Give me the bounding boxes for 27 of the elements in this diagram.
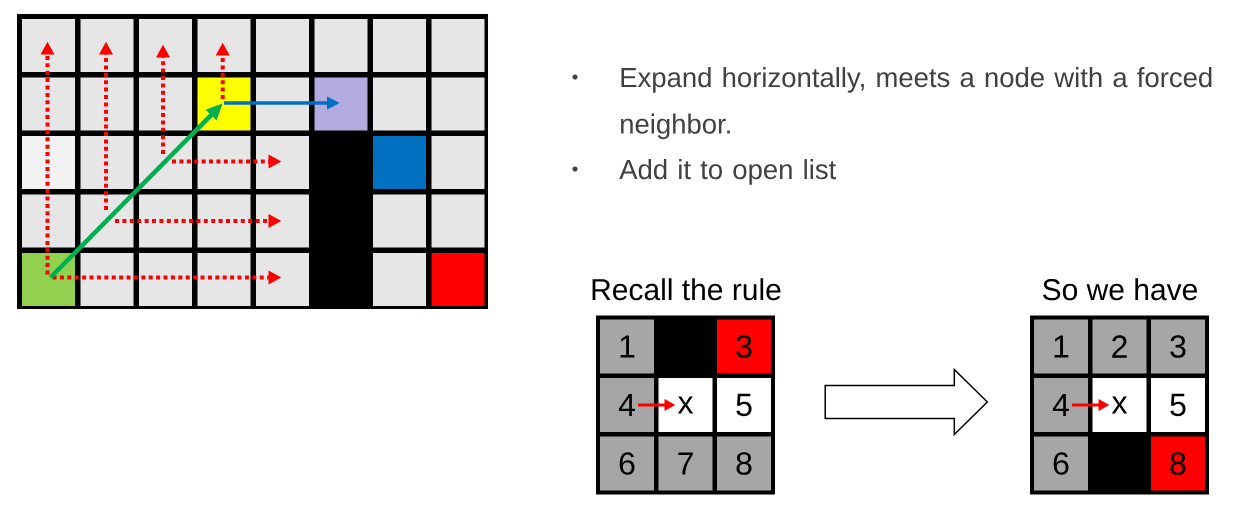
grid-title: So we have (1043, 278, 1197, 301)
grid-cell: 6 (600, 436, 654, 491)
grid-title: Recall the rule (592, 278, 781, 301)
grid-cell (431, 253, 485, 306)
grid-cell: 1 (600, 319, 654, 374)
grid-cell: 5 (1151, 378, 1205, 432)
grid-cell: 5 (717, 378, 771, 432)
grid-cell: x (1092, 378, 1147, 432)
grid-cell (256, 253, 309, 306)
grid-cell: 3 (717, 319, 771, 374)
grid-cell: 3 (1151, 319, 1205, 374)
grid-cell: 8 (717, 436, 771, 491)
grid-cell: 6 (1034, 436, 1088, 491)
grid-cell: x (658, 378, 713, 432)
grid-cell (314, 77, 368, 131)
grid-cell: 1 (1034, 319, 1088, 374)
bullet-text: Expand horizontally, meets a node with a forced neighbor. (621, 67, 1212, 140)
grid-cell: 7 (658, 436, 713, 491)
grid-cell (22, 19, 75, 72)
grid-cell: 4 (600, 378, 654, 432)
grid-cell: 8 (1151, 436, 1205, 491)
bullet-text: Add it to open list (619, 159, 836, 185)
grid-cell: 2 (1092, 319, 1147, 374)
grid-cell: 4 (1034, 378, 1088, 432)
grid-cell (197, 19, 251, 72)
grid-cell (373, 136, 426, 189)
block-arrow (824, 367, 989, 437)
